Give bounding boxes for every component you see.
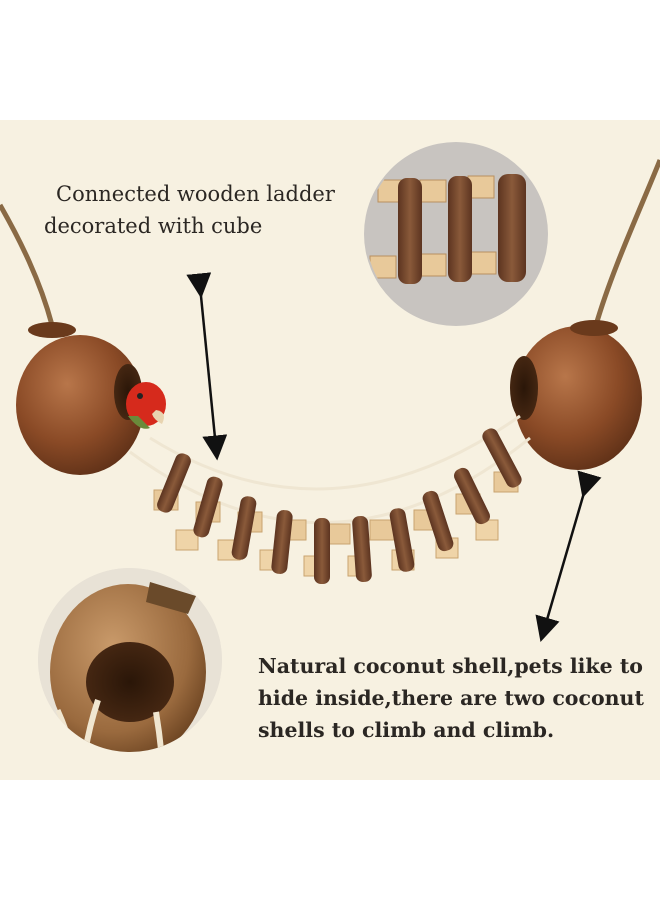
ladder-rope-lower — [129, 436, 531, 524]
shell-caption-line1: Natural coconut shell,pets like to — [258, 654, 643, 678]
ladder-stick — [482, 428, 522, 488]
shell-caption-line2: hide inside,there are two coconut — [258, 686, 644, 710]
ladder-stick — [157, 453, 191, 513]
shell-caption-line3: shells to climb and climb. — [258, 718, 555, 742]
ladder-stick — [231, 496, 257, 560]
shell-arrow — [535, 470, 602, 642]
left-coconut-shell — [16, 322, 144, 475]
ladder-caption: Connected wooden ladder decorated with c… — [44, 178, 364, 242]
right-coconut-shell — [510, 320, 642, 470]
parrot-bird — [126, 382, 166, 429]
ladder-stick — [314, 518, 330, 584]
ladder-stick — [271, 510, 293, 574]
ladder-caption-line1: Connected wooden ladder — [56, 182, 335, 206]
ladder-arrow — [186, 272, 228, 461]
ladder-rope-upper — [149, 414, 521, 491]
ladder-stick — [352, 515, 372, 583]
product-image-panel: Connected wooden ladder decorated with c… — [0, 120, 660, 780]
product-illustration — [0, 142, 660, 752]
ladder-cube — [369, 519, 395, 541]
coconut-closeup-inset — [38, 568, 222, 752]
ladder-caption-line2: decorated with cube — [44, 214, 263, 238]
shell-caption: Natural coconut shell,pets like to hide … — [258, 650, 658, 746]
right-hanging-rope — [593, 159, 660, 326]
ladder-cube — [175, 529, 199, 551]
ladder-stick — [193, 476, 223, 538]
ladder-stick — [422, 490, 454, 552]
ladder-stick — [454, 467, 490, 525]
ladder-stick — [389, 508, 415, 572]
left-hanging-rope — [0, 203, 55, 326]
wooden-ladder — [153, 428, 522, 584]
ladder-closeup-inset — [364, 142, 548, 326]
